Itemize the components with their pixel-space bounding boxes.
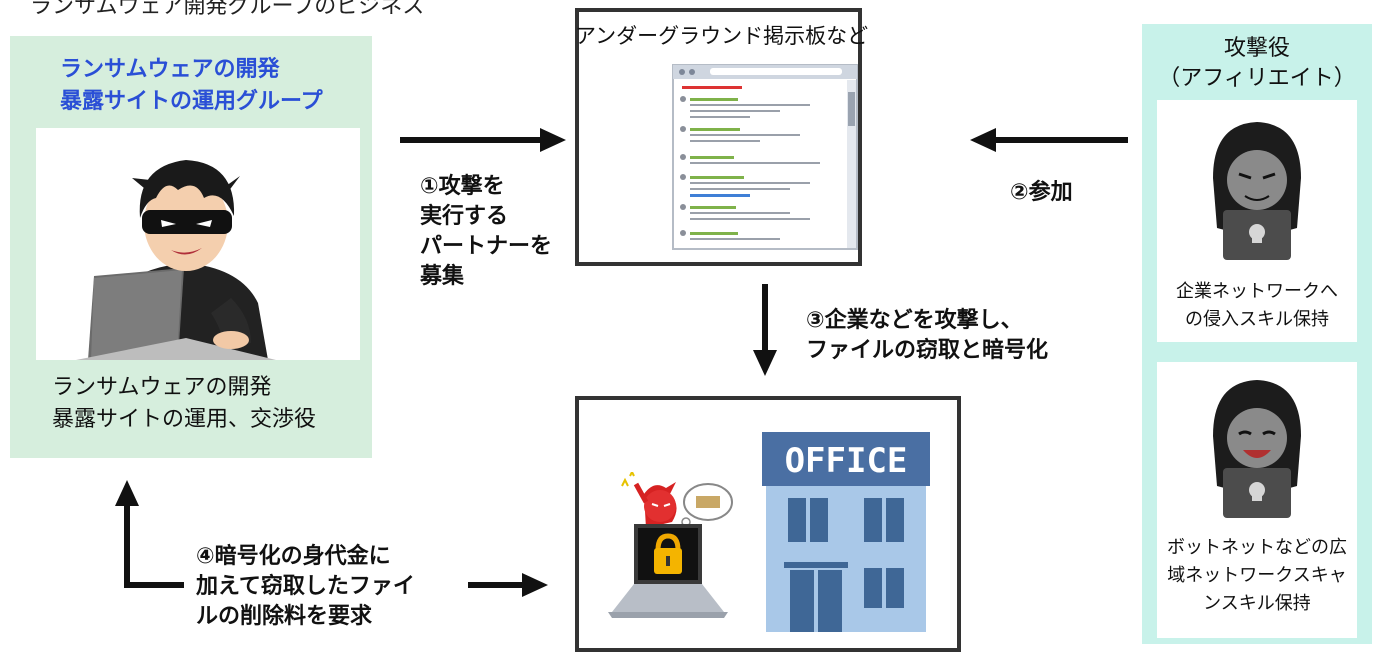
step3-line-1: ③企業などを攻撃し、 bbox=[806, 308, 1023, 333]
step1-line-3: パートナーを bbox=[420, 234, 553, 259]
developer-group-title-line-2: 暴露サイトの運用グループ bbox=[60, 89, 323, 114]
masked-hacker-illustration bbox=[76, 160, 276, 360]
member1-line-2: の侵入スキル保持 bbox=[1185, 309, 1329, 330]
step-2-label: ②参加 bbox=[1010, 180, 1073, 205]
affiliate-member-card-2: ボットネットなどの広 域ネットワークスキャ ンスキル保持 bbox=[1157, 362, 1357, 638]
hooded-attacker-icon bbox=[1213, 380, 1301, 518]
member2-line-1: ボットネットなどの広 bbox=[1167, 537, 1347, 558]
member2-line-2: 域ネットワークスキャ bbox=[1167, 565, 1347, 586]
step-1-label: ①攻撃を 実行する パートナーを 募集 bbox=[420, 172, 552, 292]
arrow-ransom-demand bbox=[124, 500, 184, 588]
infected-laptop-illustration bbox=[608, 472, 733, 618]
affiliate-title: 攻撃役 （アフィリエイト） bbox=[1142, 34, 1372, 94]
developer-group-title-line-1: ランサムウェアの開発 bbox=[60, 57, 280, 82]
affiliate-member-1-description: 企業ネットワークへ の侵入スキル保持 bbox=[1157, 278, 1357, 334]
forum-window-illustration bbox=[672, 64, 858, 250]
office-sign: OFFICE bbox=[785, 441, 908, 481]
step-3-label: ③企業などを攻撃し、 ファイルの窃取と暗号化 bbox=[806, 306, 1048, 366]
arrow-to-office-head bbox=[522, 573, 548, 597]
underground-forum-title: アンダーグラウンド掲示板など bbox=[575, 24, 869, 48]
step4-line-1: ④暗号化の身代金に bbox=[196, 544, 391, 569]
step4-line-2: 加えて窃取したファイ bbox=[196, 574, 415, 599]
arrow-ransom-demand-head bbox=[115, 480, 139, 506]
developer-desc-line-2: 暴露サイトの運用、交渉役 bbox=[52, 407, 317, 432]
affiliate-member-2-description: ボットネットなどの広 域ネットワークスキャ ンスキル保持 bbox=[1157, 534, 1357, 618]
top-caption: ランサムウェア開発グループのビジネス bbox=[30, 0, 425, 19]
affiliate-member-card-1: 企業ネットワークへ の侵入スキル保持 bbox=[1157, 100, 1357, 342]
step1-line-1: ①攻撃を bbox=[420, 174, 505, 199]
developer-desc-line-1: ランサムウェアの開発 bbox=[52, 375, 272, 400]
step3-line-2: ファイルの窃取と暗号化 bbox=[806, 338, 1049, 363]
office-building-illustration: OFFICE bbox=[762, 432, 930, 632]
member1-line-1: 企業ネットワークへ bbox=[1176, 281, 1338, 302]
affiliate-title-line-2: （アフィリエイト） bbox=[1158, 66, 1356, 91]
hooded-attacker-icon bbox=[1213, 122, 1301, 260]
affiliate-title-line-1: 攻撃役 bbox=[1223, 36, 1290, 61]
step1-line-2: 実行する bbox=[420, 204, 509, 229]
arrow-join-head bbox=[970, 128, 996, 152]
step-4-label: ④暗号化の身代金に 加えて窃取したファイ ルの削除料を要求 bbox=[196, 542, 415, 632]
hacker-illustration-frame bbox=[36, 128, 360, 360]
arrow-attack-head bbox=[753, 350, 777, 376]
developer-group-description: ランサムウェアの開発 暴露サイトの運用、交渉役 bbox=[52, 372, 316, 436]
developer-group-title: ランサムウェアの開発 暴露サイトの運用グループ bbox=[60, 54, 360, 118]
member2-line-3: ンスキル保持 bbox=[1203, 593, 1311, 614]
step4-line-3: ルの削除料を要求 bbox=[196, 604, 373, 629]
step1-line-4: 募集 bbox=[420, 264, 465, 289]
arrow-recruit-head bbox=[540, 128, 566, 152]
